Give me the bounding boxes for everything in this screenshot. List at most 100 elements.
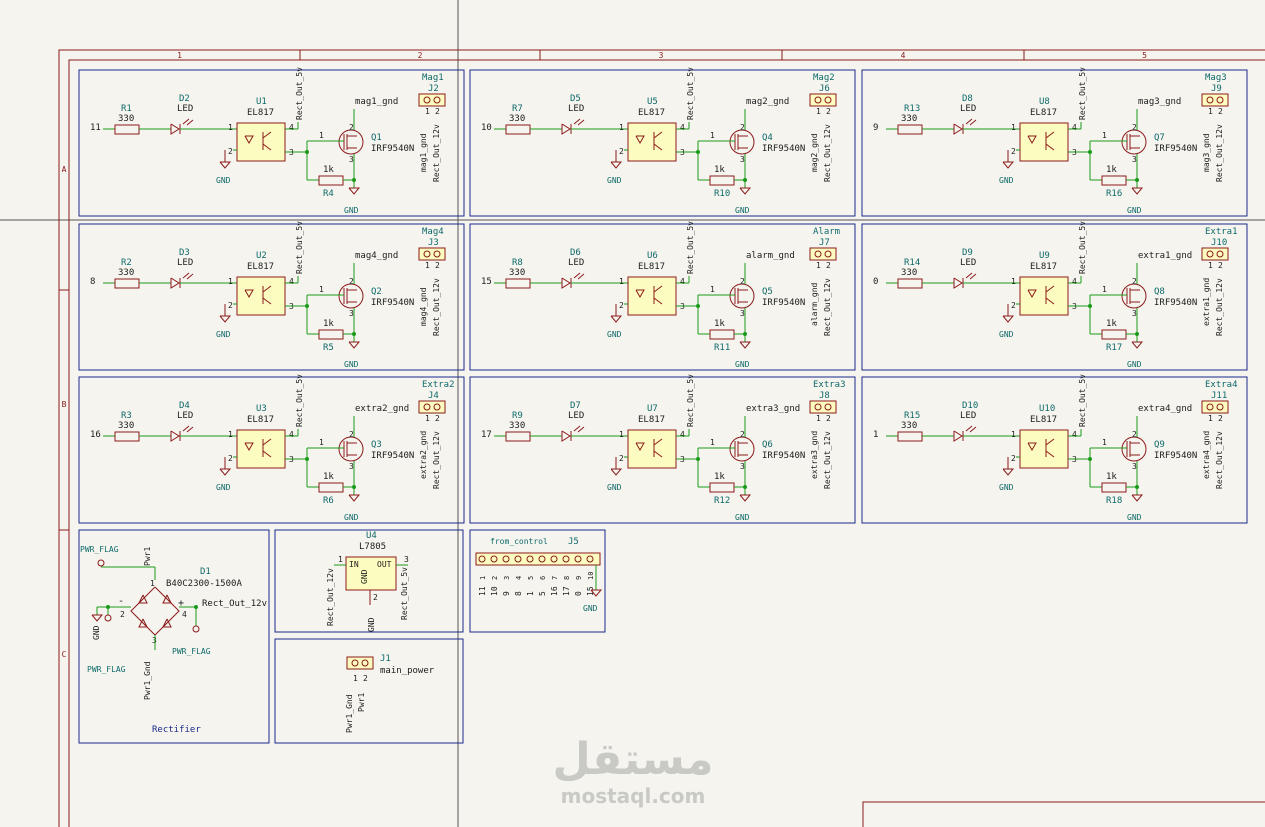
led-ray: [969, 426, 977, 433]
connector-pin: [1206, 403, 1214, 411]
led-ray: [573, 118, 581, 125]
led-ray: [969, 119, 977, 126]
pin-number: 3: [349, 309, 354, 318]
connector-pin: [1216, 96, 1224, 104]
pwr-flag-top: PWR_FLAG: [80, 545, 119, 554]
pin-number: 2: [1218, 107, 1223, 116]
mosfet-body: [338, 283, 364, 309]
gnd-label: GND: [367, 617, 376, 632]
pin-number: 2: [363, 674, 368, 683]
pulldown-resistor-ref: R5: [323, 343, 334, 353]
mosfet-value: IRF9540N: [762, 144, 805, 154]
connector-body: [809, 400, 837, 414]
pin-number: 4: [680, 277, 685, 286]
input-resistor-value: 330: [509, 268, 525, 278]
opto-transistor-lead: [262, 285, 272, 293]
ground-symbol: [219, 161, 232, 169]
regulator-sheet-box: [274, 529, 464, 633]
regulator-out-label: OUT: [377, 560, 392, 569]
frame-column-label: 1: [177, 51, 182, 60]
opto-transistor-lead: [653, 285, 663, 293]
pin-number: 2: [373, 593, 378, 602]
from-control-title: from_control: [490, 537, 548, 546]
input-net-label: 1: [873, 430, 878, 440]
mosfet-value: IRF9540N: [1154, 298, 1197, 308]
channel-mag3: 9R13330D8LEDU8EL8171234GNDRect_Out_5v1Q7…: [861, 67, 1248, 217]
pin-number: 1: [228, 430, 233, 439]
main-power-pin2-net: Pwr1: [357, 693, 366, 712]
pin-number: 1: [319, 438, 324, 447]
led-ref: D5: [570, 94, 581, 104]
channel-blocks: 11R1330D2LEDU1EL8171234GNDRect_Out_5v1Q1…: [78, 67, 1248, 524]
optocoupler-body: [1019, 429, 1069, 469]
connector-pin: [824, 403, 832, 411]
regulator-ref: U4: [366, 531, 377, 541]
opto-led: [635, 135, 645, 145]
optocoupler-ref: U1: [256, 97, 267, 107]
junction-dot: [696, 457, 700, 461]
connector-pin: [433, 403, 441, 411]
mosfet-value: IRF9540N: [762, 451, 805, 461]
connector-12v-net: Rect_Out_12v: [823, 431, 832, 489]
title-block-border: [862, 801, 1265, 827]
pin-number: 1: [1011, 277, 1016, 286]
pin-number: 3: [740, 309, 745, 318]
pin-number: 2: [1011, 147, 1016, 156]
main-power-pin1-net: Pwr1_Gnd: [345, 694, 354, 733]
connector-ref: J10: [1211, 238, 1227, 248]
connector-12v-net: Rect_Out_12v: [823, 278, 832, 336]
gnd-label: GND: [735, 206, 750, 215]
pin-number: 2: [435, 107, 440, 116]
opto-transistor-lead: [262, 450, 272, 458]
pin-number: 1: [425, 107, 430, 116]
pwr-flag-right: PWR_FLAG: [172, 647, 211, 656]
channel-mag2: 10R7330D5LEDU5EL8171234GNDRect_Out_5v1Q4…: [469, 67, 856, 217]
pin-number: 1: [1208, 261, 1213, 270]
connector-pin: [490, 555, 498, 563]
channel-sheet-box: [469, 69, 856, 217]
pin-number: 1: [353, 674, 358, 683]
mosfet-drain-net: extra4_gnd: [1138, 404, 1192, 414]
opto-transistor-lead: [653, 450, 663, 458]
channel-sheet-box: [861, 69, 1248, 217]
pin-number: 1: [319, 131, 324, 140]
ground-symbol: [348, 341, 361, 349]
gnd-label: GND: [999, 483, 1014, 492]
from-control-ref: J5: [568, 537, 579, 547]
input-resistor-ref: R14: [904, 258, 920, 268]
connector-pin: [814, 96, 822, 104]
frame-column-label: 5: [1142, 51, 1147, 60]
connector-pin: [1206, 96, 1214, 104]
mosfet-body: [1121, 129, 1147, 155]
mosfet-body: [729, 436, 755, 462]
connector-ref: J3: [428, 238, 439, 248]
pin-number: 4: [680, 430, 685, 439]
channel-extra3: 17R9330D7LEDU7EL8171234GNDRect_Out_5v1Q6…: [469, 374, 856, 524]
opto-transistor-lead: [653, 143, 663, 151]
mosfet-value: IRF9540N: [1154, 144, 1197, 154]
pin-number: 2: [435, 414, 440, 423]
pulldown-resistor-ref: R12: [714, 496, 730, 506]
gnd-label: GND: [344, 206, 359, 215]
pin-number: 1: [1102, 131, 1107, 140]
junction-dot: [696, 150, 700, 154]
pin-number: 1: [338, 555, 343, 564]
pin-number: 1: [619, 123, 624, 132]
pin-number: 4: [289, 430, 294, 439]
input-net-label: 16: [90, 430, 101, 440]
pin-number: 2: [619, 454, 624, 463]
regulator-value: L7805: [359, 542, 386, 552]
pin-number: 1: [425, 261, 430, 270]
connector-pin: [824, 96, 832, 104]
pin-number: 6: [539, 576, 547, 580]
input-resistor-value: 330: [901, 268, 917, 278]
input-resistor: [114, 278, 140, 289]
junction-dot: [1088, 304, 1092, 308]
bridge-value: B40C2300-1500A: [166, 579, 242, 589]
ground-symbol: [590, 589, 603, 597]
led-symbol: [170, 123, 180, 135]
rectifier-out-net: Rect_Out_12v: [202, 599, 267, 609]
pulldown-resistor-ref: R11: [714, 343, 730, 353]
